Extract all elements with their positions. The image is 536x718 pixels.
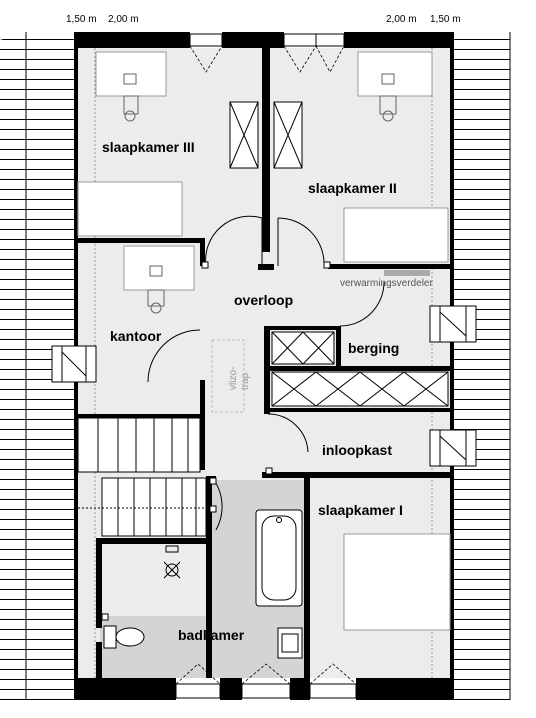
chairs — [123, 73, 397, 314]
room-label-slaapkamer-i: slaapkamer I — [318, 502, 403, 518]
top-window-swings — [189, 45, 345, 73]
toilet — [103, 625, 145, 649]
roof-window-right-2 — [429, 429, 477, 467]
attic-ladder-label-2: trap — [240, 372, 251, 390]
door-posts — [101, 261, 331, 621]
dimension-right-2: 1,50 m — [430, 14, 461, 25]
storage-cabinets — [271, 331, 449, 407]
shower — [163, 545, 181, 579]
doors — [147, 215, 385, 531]
attic-ladder-label-1: vlizo- — [228, 367, 239, 390]
roof-window-left — [51, 345, 97, 383]
top-windows — [189, 33, 345, 47]
dimension-right-1: 2,00 m — [386, 14, 417, 25]
room-label-inloopkast: inloopkast — [322, 442, 392, 458]
room-label-overloop: overloop — [234, 292, 293, 308]
heating-distributor-label: verwarmingsverdeler — [340, 278, 433, 289]
room-label-badkamer: badkamer — [178, 627, 245, 643]
roof-right — [454, 32, 510, 700]
staircase — [77, 417, 207, 537]
room-label-slaapkamer-ii: slaapkamer II — [308, 180, 397, 196]
sink — [277, 627, 303, 659]
room-label-slaapkamer-iii: slaapkamer III — [102, 139, 195, 155]
beds — [77, 181, 451, 631]
room-label-berging: berging — [348, 340, 399, 356]
desks — [95, 51, 433, 291]
interior-walls — [74, 48, 454, 678]
roof-window-right-1 — [429, 305, 477, 343]
bottom-windows — [175, 683, 357, 699]
dimension-left-1: 1,50 m — [66, 14, 97, 25]
dimension-left-2: 2,00 m — [108, 14, 139, 25]
room-label-kantoor: kantoor — [110, 328, 162, 344]
bottom-window-swings — [175, 663, 357, 685]
bathtub — [255, 509, 303, 607]
attic-ladder-hatch — [211, 339, 245, 413]
dormer-frames — [229, 101, 303, 169]
heating-distributor — [384, 270, 430, 276]
roof-left — [0, 32, 74, 700]
